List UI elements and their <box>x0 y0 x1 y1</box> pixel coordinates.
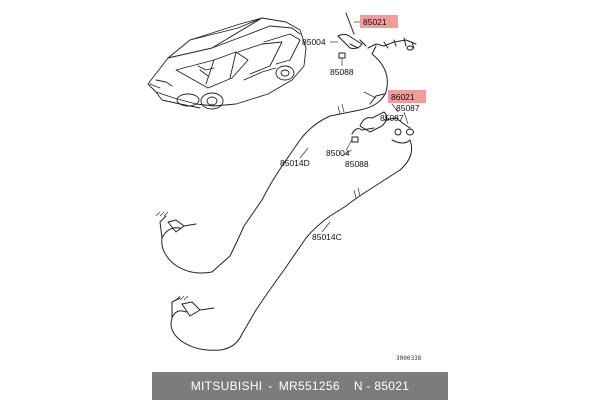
antenna-assembly-top <box>330 12 417 66</box>
label-85004-top: 85004 <box>302 37 326 47</box>
label-85088-top: 85088 <box>330 67 354 77</box>
antenna-cable <box>155 53 413 351</box>
label-85021-mid: 86021 <box>391 92 415 102</box>
caption-separator: - <box>268 379 273 393</box>
highlight-85021-top <box>360 15 398 28</box>
catalog-reference: N - 85021 <box>353 379 410 393</box>
leader-lines <box>299 21 360 233</box>
part-number: MR551256 <box>278 379 340 393</box>
antenna-assembly-middle <box>345 91 414 151</box>
label-85014d: 85014D <box>280 158 310 168</box>
drawing-code: 3000338 <box>396 355 422 362</box>
station-wagon-illustration <box>147 17 307 110</box>
brand-name: MITSUBISHI <box>190 379 263 393</box>
label-85014c: 85014C <box>312 232 342 242</box>
label-85021-top: 85021 <box>363 17 387 27</box>
parts-diagram: 85021 85004 85088 86021 85087 85087 8500… <box>147 12 426 362</box>
part-caption-bar: MITSUBISHI - MR551256 N - 85021 <box>152 372 448 400</box>
label-85004-mid: 85004 <box>326 148 350 158</box>
label-85087-b: 85087 <box>380 113 404 123</box>
label-85088-mid: 85088 <box>345 159 369 169</box>
highlight-85021-mid <box>388 90 426 103</box>
label-85087-a: 85087 <box>396 103 420 113</box>
